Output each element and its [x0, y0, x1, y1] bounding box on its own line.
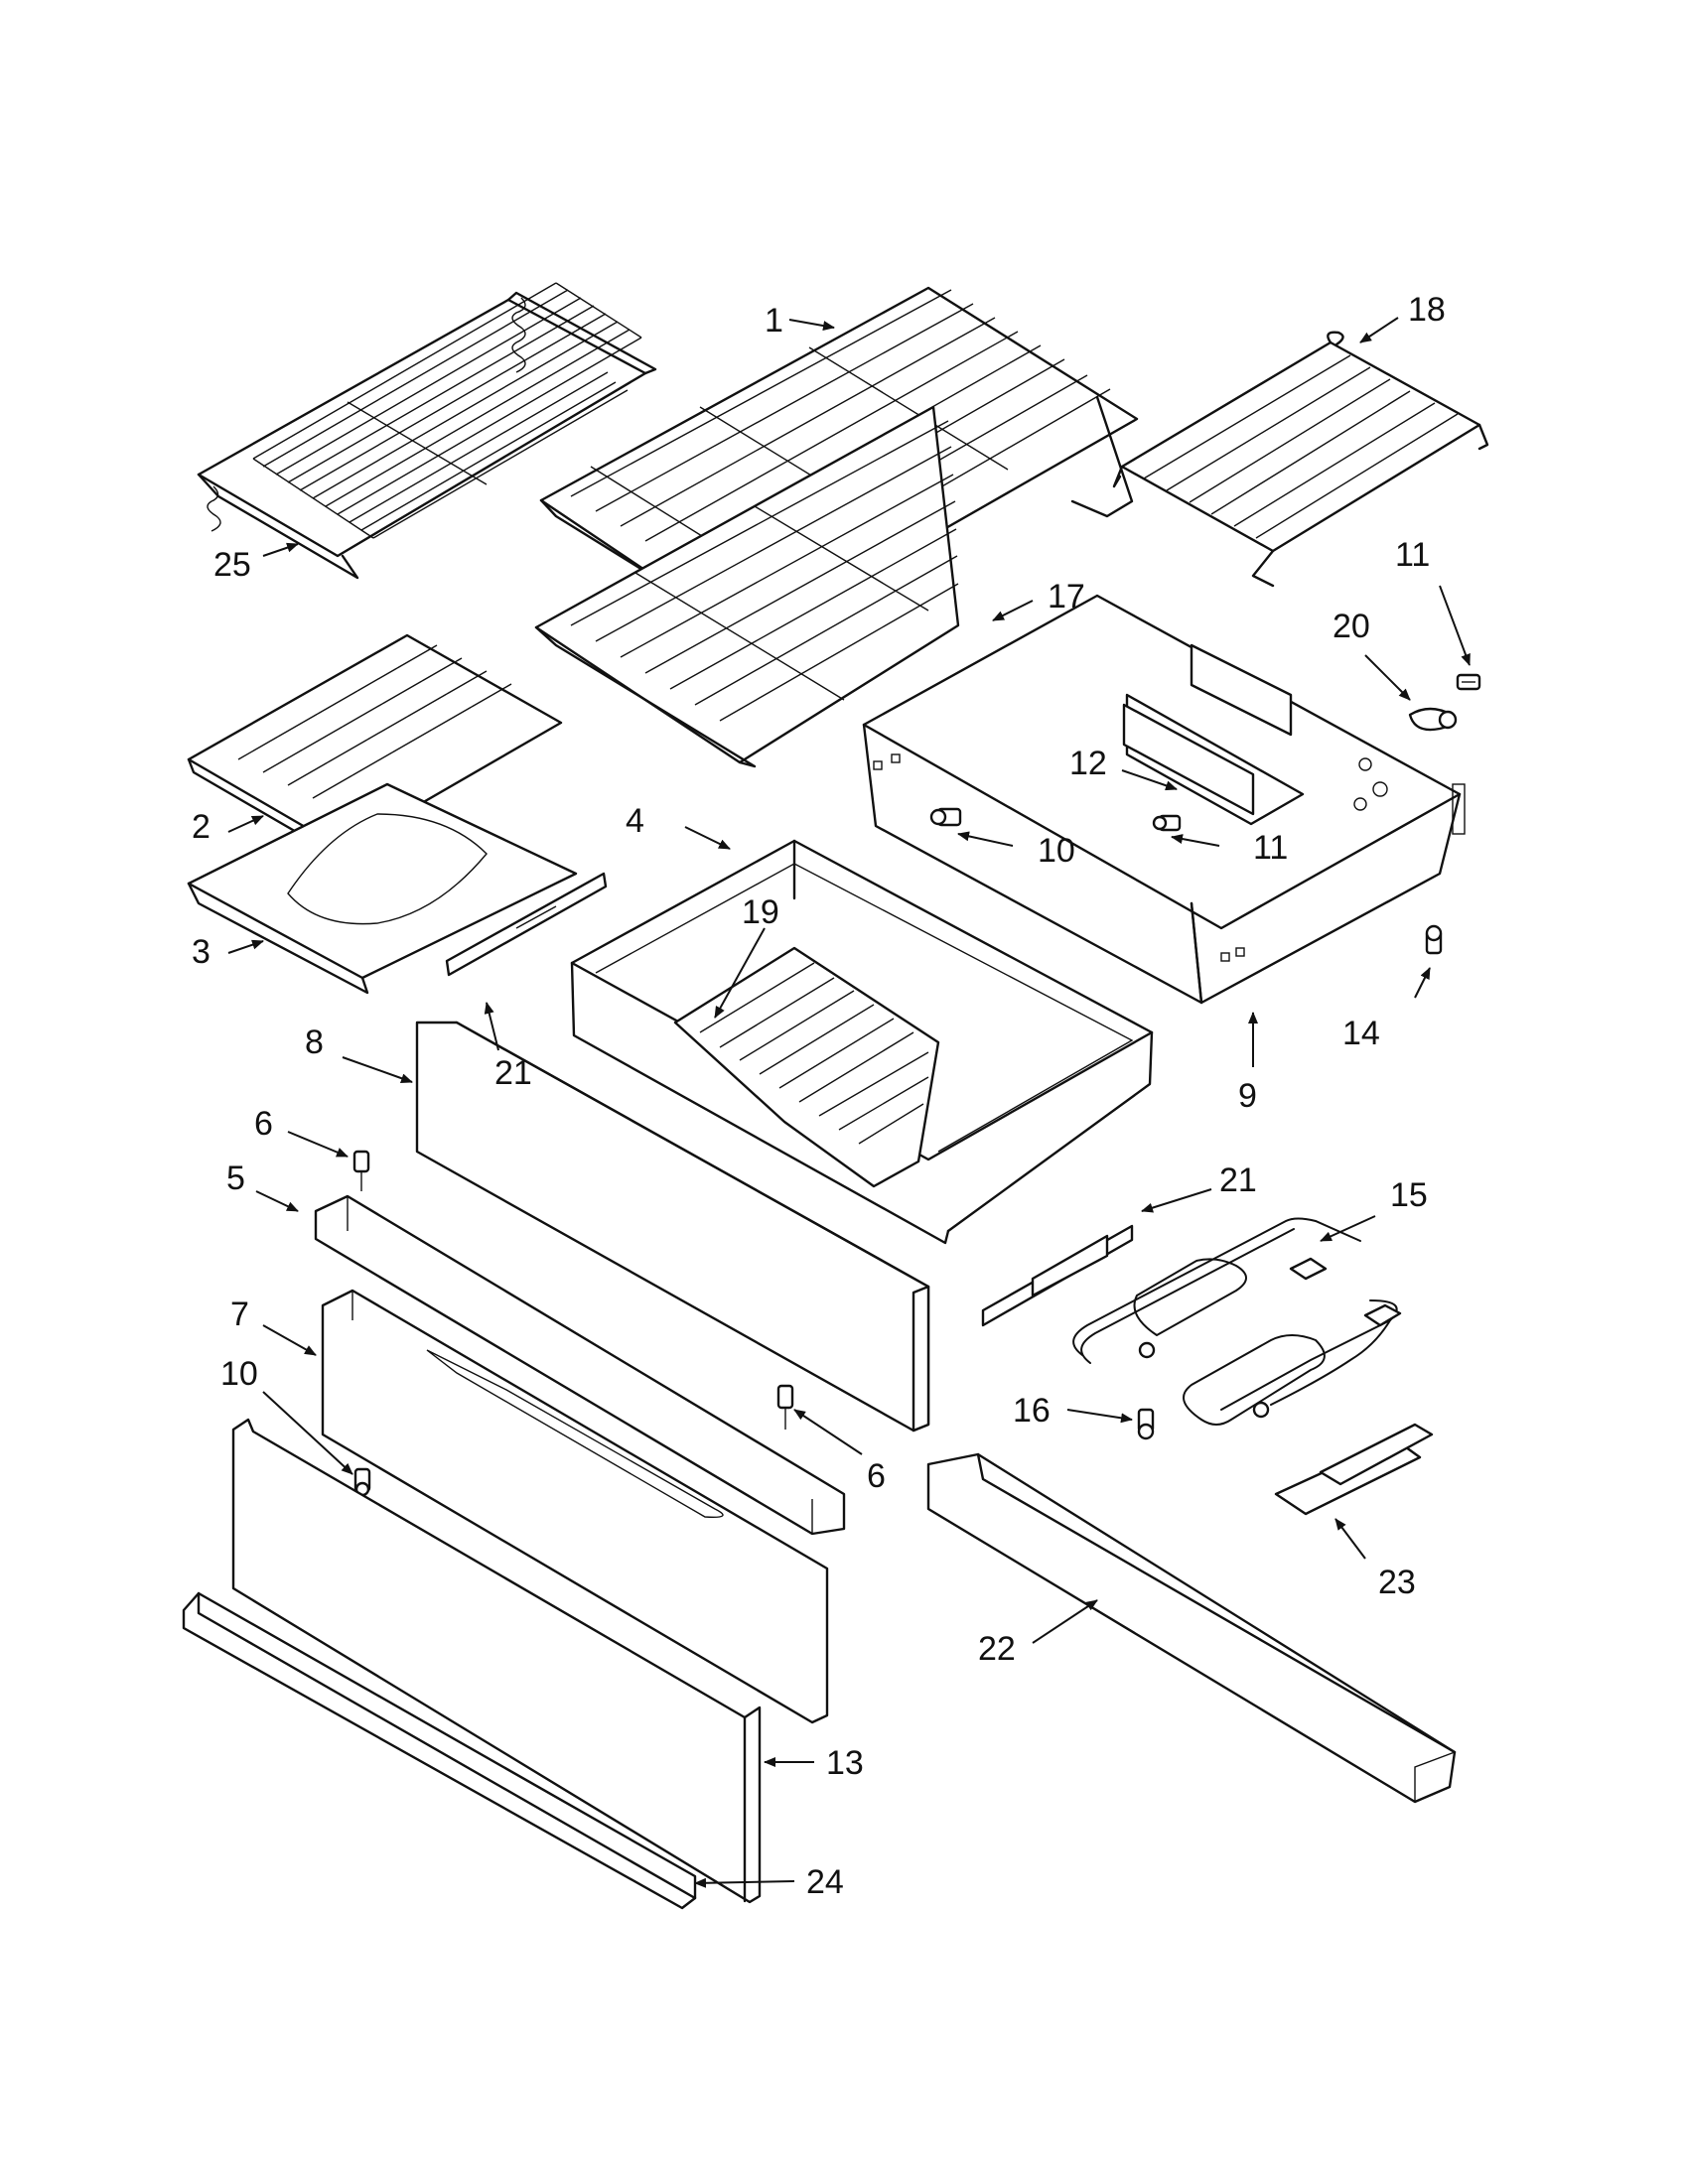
part-5-handle-trim: [314, 1194, 846, 1536]
callout-22: 22: [978, 1630, 1016, 1668]
callout-2: 2: [192, 808, 210, 846]
part-25-extension-rack: [197, 282, 657, 580]
part-12-shield: [1122, 703, 1255, 816]
leader-lines: [227, 317, 1471, 1888]
screw-16: [1137, 1408, 1155, 1440]
callout-15: 15: [1390, 1176, 1428, 1214]
part-18-half-rack: [1112, 331, 1489, 588]
callout-5: 5: [226, 1160, 245, 1197]
callout-7: 7: [230, 1296, 249, 1333]
screw-11-top: [1456, 673, 1481, 691]
callout-13: 13: [826, 1744, 864, 1782]
callout-25: 25: [213, 546, 251, 584]
screw-11-mid: [1152, 814, 1182, 832]
callout-8: 8: [305, 1024, 324, 1061]
part-7-door-panel: [321, 1289, 829, 1724]
part-8-drawer-front: [415, 1021, 930, 1433]
callout-1: 1: [765, 302, 783, 340]
part-22-rear-channel: [926, 1452, 1457, 1804]
callout-23: 23: [1378, 1564, 1416, 1601]
callout-4: 4: [626, 802, 644, 840]
callout-6-lower: 6: [867, 1457, 886, 1495]
part-15-broil-element: [1072, 1217, 1402, 1426]
part-21-drawer-slide-right: [981, 1224, 1134, 1327]
callout-16: 16: [1013, 1392, 1051, 1430]
callout-14: 14: [1342, 1015, 1380, 1052]
part-13-lower-panel: [231, 1418, 762, 1904]
screw-14: [1425, 924, 1443, 955]
callout-9: 9: [1238, 1077, 1257, 1115]
callout-18: 18: [1408, 291, 1446, 329]
callout-17: 17: [1048, 578, 1085, 615]
part-23-element-bracket: [1274, 1423, 1434, 1516]
callout-12: 12: [1069, 745, 1107, 782]
callout-11-mid: 11: [1253, 829, 1288, 867]
callout-labels: 1 2 3 4 5 6 6 7 8 9 10 10 11 11 12 13 14…: [192, 291, 1446, 1901]
callout-10-panel: 10: [220, 1355, 258, 1393]
part-19-drawer-rack: [673, 946, 940, 1188]
part-2-broiler-grid: [187, 633, 563, 864]
callout-24: 24: [806, 1863, 844, 1901]
screw-6-lower: [776, 1384, 794, 1430]
callout-20: 20: [1333, 608, 1370, 645]
part-24-kick-plate: [182, 1591, 697, 1910]
callout-6-upper: 6: [254, 1105, 273, 1143]
callout-21-right: 21: [1219, 1161, 1257, 1199]
callout-3: 3: [192, 933, 210, 971]
callout-19: 19: [742, 893, 779, 931]
callout-10-housing: 10: [1038, 832, 1075, 870]
part-3-broiler-pan: [187, 782, 578, 995]
screw-10-housing: [929, 807, 962, 827]
part-21-drawer-slide-left: [445, 872, 608, 977]
part-20-bracket: [1408, 707, 1458, 732]
part-17-broil-rack: [534, 405, 960, 768]
callout-11-top: 11: [1395, 536, 1430, 574]
callout-21-left: 21: [494, 1054, 532, 1092]
screw-6-upper: [352, 1150, 370, 1191]
